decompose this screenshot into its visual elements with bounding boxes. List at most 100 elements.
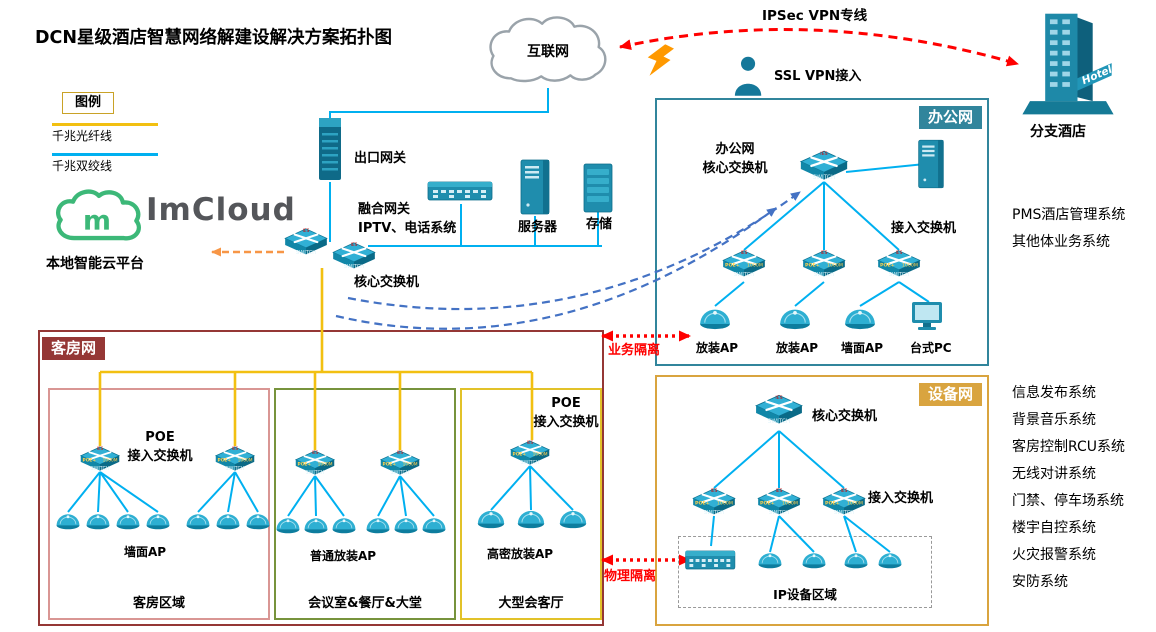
office-system-item: 其他体业务系统 bbox=[1012, 234, 1110, 250]
poe-label-line2: 接入交换机 bbox=[533, 415, 599, 430]
office-core-label-line2: 核心交换机 bbox=[702, 161, 768, 176]
fusion-gateway-label-line2: IPTV、电话系统 bbox=[358, 221, 457, 236]
branch-hotel-icon bbox=[1022, 8, 1114, 122]
device-system-item: 背景音乐系统 bbox=[1012, 412, 1096, 428]
fiber-lines bbox=[98, 268, 534, 450]
core-switch-icon bbox=[283, 226, 329, 262]
core-switch-label: 核心交换机 bbox=[354, 275, 420, 290]
wall-ap-icon bbox=[55, 510, 81, 530]
office-core-switch-icon bbox=[798, 148, 850, 188]
ipsec-vpn-link bbox=[619, 28, 1019, 67]
normal-ap-label: 普通放装AP bbox=[310, 549, 377, 563]
ssl-vpn-label: SSL VPN接入 bbox=[774, 69, 862, 84]
device-access-switch-icon bbox=[691, 486, 737, 522]
guest-wall-ap-label: 墙面AP bbox=[124, 545, 167, 559]
office-pc-label: 台式PC bbox=[910, 341, 952, 355]
ap-icon bbox=[331, 514, 357, 534]
device-access-switch-label: 接入交换机 bbox=[868, 491, 934, 506]
ap-icon bbox=[476, 506, 506, 529]
legend-title: 图例 bbox=[62, 92, 115, 114]
ip-device-icon bbox=[757, 549, 783, 569]
storage-label: 存储 bbox=[586, 217, 613, 232]
office-system-item: PMS酒店管理系统 bbox=[1012, 207, 1126, 223]
management-dashed-links bbox=[335, 191, 801, 330]
wall-ap-icon bbox=[145, 510, 171, 530]
office-ap1-label: 放装AP bbox=[696, 341, 739, 355]
guest-poe-switch-label: POE 接入交换机 bbox=[112, 428, 208, 466]
wall-ap-icon bbox=[85, 510, 111, 530]
ap-icon bbox=[778, 304, 812, 330]
local-cloud-platform-label: 本地智能云平台 bbox=[46, 256, 144, 272]
ssl-user-icon bbox=[733, 54, 765, 98]
ip-device-rack-icon bbox=[684, 543, 738, 573]
copper-lines bbox=[67, 88, 930, 553]
device-system-item: 火灾报警系统 bbox=[1012, 547, 1096, 563]
ip-device-area-label: IP设备区域 bbox=[773, 587, 837, 602]
desktop-pc-icon bbox=[910, 300, 948, 334]
legend-fiber-line bbox=[52, 123, 158, 126]
guest-poe-switch-icon bbox=[294, 448, 336, 482]
office-core-label-line1: 办公网 bbox=[715, 142, 755, 157]
ip-device-icon bbox=[843, 549, 869, 569]
wall-ap-icon bbox=[843, 304, 877, 330]
meeting-zone-label: 会议室&餐厅&大堂 bbox=[308, 596, 422, 611]
server-label: 服务器 bbox=[518, 220, 558, 235]
office-network-badge: 办公网 bbox=[918, 106, 982, 129]
office-access-switch-icon bbox=[801, 248, 847, 284]
device-system-item: 楼宇自控系统 bbox=[1012, 520, 1096, 536]
device-core-switch-icon bbox=[754, 392, 804, 432]
office-wall-ap-label: 墙面AP bbox=[841, 341, 884, 355]
isolation-arrows bbox=[601, 330, 691, 566]
business-isolation-label: 业务隔离 bbox=[608, 343, 661, 358]
ap-icon bbox=[698, 304, 732, 330]
hall-poe-switch-label: POE 接入交换机 bbox=[518, 394, 614, 432]
fusion-gateway-label: 融合网关 IPTV、电话系统 bbox=[358, 200, 456, 238]
imcloud-logo-icon bbox=[52, 188, 144, 246]
ap-icon bbox=[558, 506, 588, 529]
office-ap2-label: 放装AP bbox=[776, 341, 819, 355]
office-access-switch-label: 接入交换机 bbox=[891, 221, 957, 236]
device-network-badge: 设备网 bbox=[918, 383, 982, 406]
guest-poe-switch-icon bbox=[214, 444, 256, 478]
lightning-icon bbox=[646, 44, 674, 76]
ip-device-icon bbox=[801, 549, 827, 569]
imcloud-logo-text: ImCloud bbox=[146, 192, 296, 228]
ap-icon bbox=[365, 514, 391, 534]
office-core-switch-label: 办公网 核心交换机 bbox=[693, 140, 777, 178]
hall-zone-label: 大型会客厅 bbox=[498, 596, 564, 611]
fusion-gateway-label-line1: 融合网关 bbox=[358, 202, 411, 217]
ipsec-vpn-label: IPSec VPN专线 bbox=[762, 8, 868, 24]
legend-copper-label: 千兆双绞线 bbox=[52, 159, 113, 173]
legend: 图例 千兆光纤线 千兆双绞线 bbox=[52, 92, 158, 174]
office-server-icon bbox=[916, 138, 946, 190]
physical-isolation-label: 物理隔离 bbox=[604, 569, 657, 584]
office-network-box: 办公网 bbox=[655, 98, 989, 366]
device-network-box: 设备网 bbox=[655, 375, 989, 626]
ap-icon bbox=[516, 506, 546, 529]
wall-ap-icon bbox=[215, 510, 241, 530]
office-systems-list: PMS酒店管理系统 其他体业务系统 bbox=[1012, 202, 1125, 256]
dense-ap-label: 高密放装AP bbox=[487, 547, 554, 561]
device-core-switch-label: 核心交换机 bbox=[812, 409, 878, 424]
device-system-item: 门禁、停车场系统 bbox=[1012, 493, 1124, 509]
internet-cloud: 互联网 bbox=[482, 14, 614, 90]
page-title: DCN星级酒店智慧网络解建设解决方案拓扑图 bbox=[35, 28, 393, 48]
exit-gateway-icon bbox=[316, 116, 344, 182]
storage-icon bbox=[582, 162, 614, 214]
ap-icon bbox=[393, 514, 419, 534]
wall-ap-icon bbox=[115, 510, 141, 530]
poe-label-line1: POE bbox=[145, 430, 175, 445]
meeting-zone-box: 会议室&餐厅&大堂 bbox=[274, 388, 456, 620]
legend-fiber-label: 千兆光纤线 bbox=[52, 129, 113, 143]
wall-ap-icon bbox=[245, 510, 271, 530]
branch-hotel-label: 分支酒店 bbox=[1030, 124, 1086, 140]
ap-icon bbox=[421, 514, 447, 534]
office-access-switch-icon bbox=[721, 248, 767, 284]
device-system-item: 客房控制RCU系统 bbox=[1012, 439, 1126, 455]
office-access-switch-icon bbox=[876, 248, 922, 284]
poe-label-line2: 接入交换机 bbox=[127, 449, 193, 464]
legend-copper-line bbox=[52, 153, 158, 156]
guest-poe-switch-icon bbox=[379, 448, 421, 482]
